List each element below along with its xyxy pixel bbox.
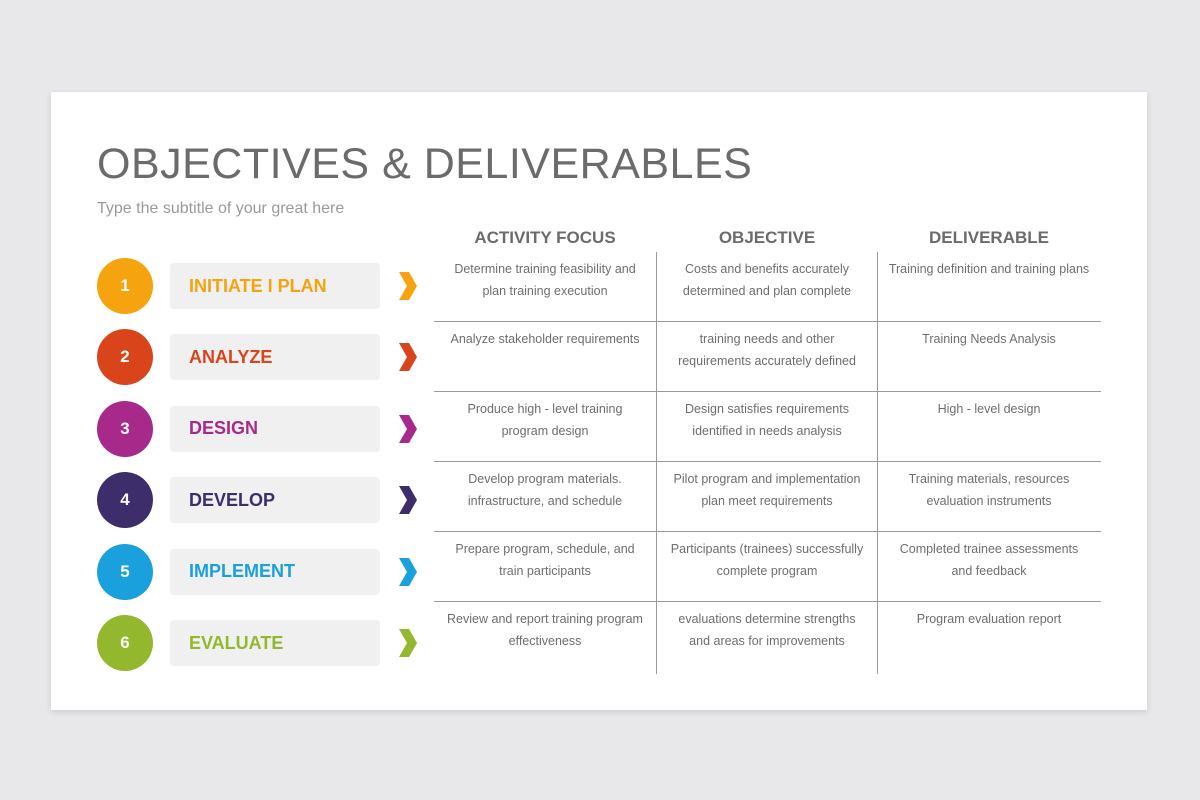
cell-objective: training needs and other requirements ac… — [656, 322, 878, 391]
table-row: Prepare program, schedule, and train par… — [434, 532, 1101, 602]
header-deliverable: DELIVERABLE — [929, 228, 1049, 247]
step-number-badge: 6 — [97, 615, 153, 671]
table-row: Review and report training program effec… — [434, 602, 1101, 674]
header-activity-focus: ACTIVITY FOCUS — [474, 228, 616, 247]
cell-objective: Design satisfies requirements identified… — [656, 392, 878, 461]
step-number-badge: 2 — [97, 329, 153, 386]
chevron-right-icon — [399, 343, 417, 372]
step-label: ANALYZE — [170, 334, 380, 381]
chevron-right-icon — [399, 272, 417, 300]
step-list: 1 INITIATE I PLAN 2 ANALYZE 3 DESIGN 4 DEVELOP 5… — [51, 92, 1147, 710]
page-title: OBJECTIVES & DELIVERABLES — [97, 140, 753, 188]
table-row: Develop program materials. infrastructur… — [434, 462, 1101, 532]
cell-objective: Participants (trainees) successfully com… — [656, 532, 878, 601]
step-item: 4 DEVELOP — [97, 472, 427, 529]
chevron-right-icon — [399, 629, 417, 657]
cell-objective: evaluations determine strengths and area… — [656, 602, 878, 674]
chevron-right-icon — [399, 557, 417, 586]
cell-deliverable: Program evaluation report — [916, 612, 1062, 626]
table-header: ACTIVITY FOCUS OBJECTIVE DELIVERABLE — [434, 224, 1101, 252]
cell-activity: Analyze stakeholder requirements — [450, 332, 640, 346]
step-item: 5 IMPLEMENT — [97, 543, 427, 600]
cell-deliverable: Training definition and training plans — [888, 262, 1090, 276]
step-number-badge: 4 — [97, 472, 153, 529]
cell-activity: Produce high - level training program de… — [467, 402, 623, 438]
cell-deliverable: Training Needs Analysis — [922, 332, 1056, 346]
step-label: DESIGN — [170, 405, 380, 452]
page-subtitle: Type the subtitle of your great here — [97, 200, 345, 217]
step-label: DEVELOP — [170, 477, 380, 524]
step-item: 1 INITIATE I PLAN — [97, 258, 427, 314]
table-row: Produce high - level training program de… — [434, 392, 1101, 462]
step-item: 6 EVALUATE — [97, 615, 427, 671]
cell-deliverable: Completed trainee assessments and feedba… — [899, 542, 1079, 578]
step-item: 2 ANALYZE — [97, 329, 427, 386]
step-number-badge: 1 — [97, 258, 153, 314]
step-number-badge: 3 — [97, 400, 153, 457]
cell-objective: Pilot program and implementation plan me… — [656, 462, 878, 531]
table-row: Determine training feasibility and plan … — [434, 252, 1101, 322]
chevron-right-icon — [399, 414, 417, 443]
step-label: INITIATE I PLAN — [170, 263, 380, 309]
step-item: 3 DESIGN — [97, 400, 427, 457]
cell-activity: Review and report training program effec… — [447, 612, 643, 648]
slide: OBJECTIVES & DELIVERABLES Type the subti… — [51, 92, 1147, 710]
cell-activity: Develop program materials. infrastructur… — [467, 472, 623, 508]
cell-deliverable: High - level design — [937, 402, 1041, 416]
cell-activity: Prepare program, schedule, and train par… — [455, 542, 635, 578]
cell-deliverable: Training materials, resources evaluation… — [908, 472, 1070, 508]
cell-activity: Determine training feasibility and plan … — [454, 262, 636, 298]
cell-objective: Costs and benefits accurately determined… — [656, 252, 878, 321]
table-row: Analyze stakeholder requirements training… — [434, 322, 1101, 392]
step-label: IMPLEMENT — [170, 548, 380, 595]
table-body: Determine training feasibility and plan … — [434, 252, 1101, 674]
header-objective: OBJECTIVE — [718, 228, 816, 247]
step-number-badge: 5 — [97, 543, 153, 600]
deliverables-table: ACTIVITY FOCUS OBJECTIVE DELIVERABLE Det… — [434, 224, 1101, 674]
chevron-right-icon — [399, 486, 417, 515]
step-label: EVALUATE — [170, 620, 380, 666]
